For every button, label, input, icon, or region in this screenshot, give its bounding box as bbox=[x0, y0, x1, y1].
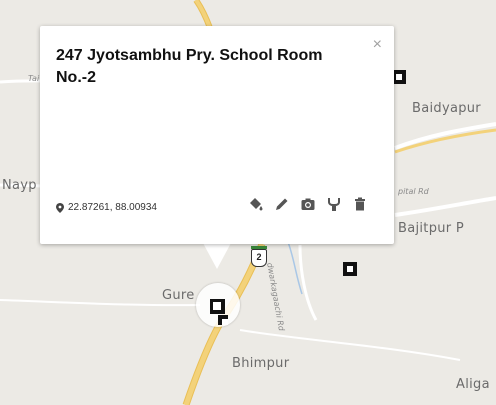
place-label-nayp: Nayp bbox=[2, 178, 37, 193]
popup-tail bbox=[203, 243, 231, 269]
map-marker-secondary[interactable] bbox=[218, 315, 228, 325]
map-marker[interactable] bbox=[392, 70, 406, 84]
road-label-tai: Tai bbox=[28, 74, 40, 83]
info-window: 247 Jyotsambhu Pry. School Room No.-2 × … bbox=[40, 26, 394, 244]
paint-bucket-icon[interactable] bbox=[248, 196, 264, 212]
place-label-aliga: Aliga bbox=[456, 377, 490, 392]
camera-icon[interactable] bbox=[300, 196, 316, 212]
place-label-baidyapur: Baidyapur bbox=[412, 101, 481, 116]
coordinates-text: 22.87261, 88.00934 bbox=[68, 202, 157, 213]
place-label-bajitpur: Bajitpur P bbox=[398, 221, 465, 236]
place-label-gure: Gure bbox=[162, 288, 195, 303]
popup-actions bbox=[248, 196, 368, 212]
route-shield: 2 bbox=[251, 246, 267, 267]
popup-title: 247 Jyotsambhu Pry. School Room No.-2 bbox=[56, 47, 323, 86]
fork-icon[interactable] bbox=[326, 196, 342, 212]
close-button[interactable]: × bbox=[372, 36, 382, 53]
place-label-bhimpur: Bhimpur bbox=[232, 356, 290, 371]
trash-icon[interactable] bbox=[352, 196, 368, 212]
selected-map-marker[interactable] bbox=[210, 299, 225, 314]
pencil-icon[interactable] bbox=[274, 196, 290, 212]
coordinates-row: 22.87261, 88.00934 bbox=[56, 202, 157, 213]
map-marker[interactable] bbox=[343, 262, 357, 276]
road-label-pital: pital Rd bbox=[398, 187, 429, 196]
location-pin-icon bbox=[56, 202, 64, 213]
